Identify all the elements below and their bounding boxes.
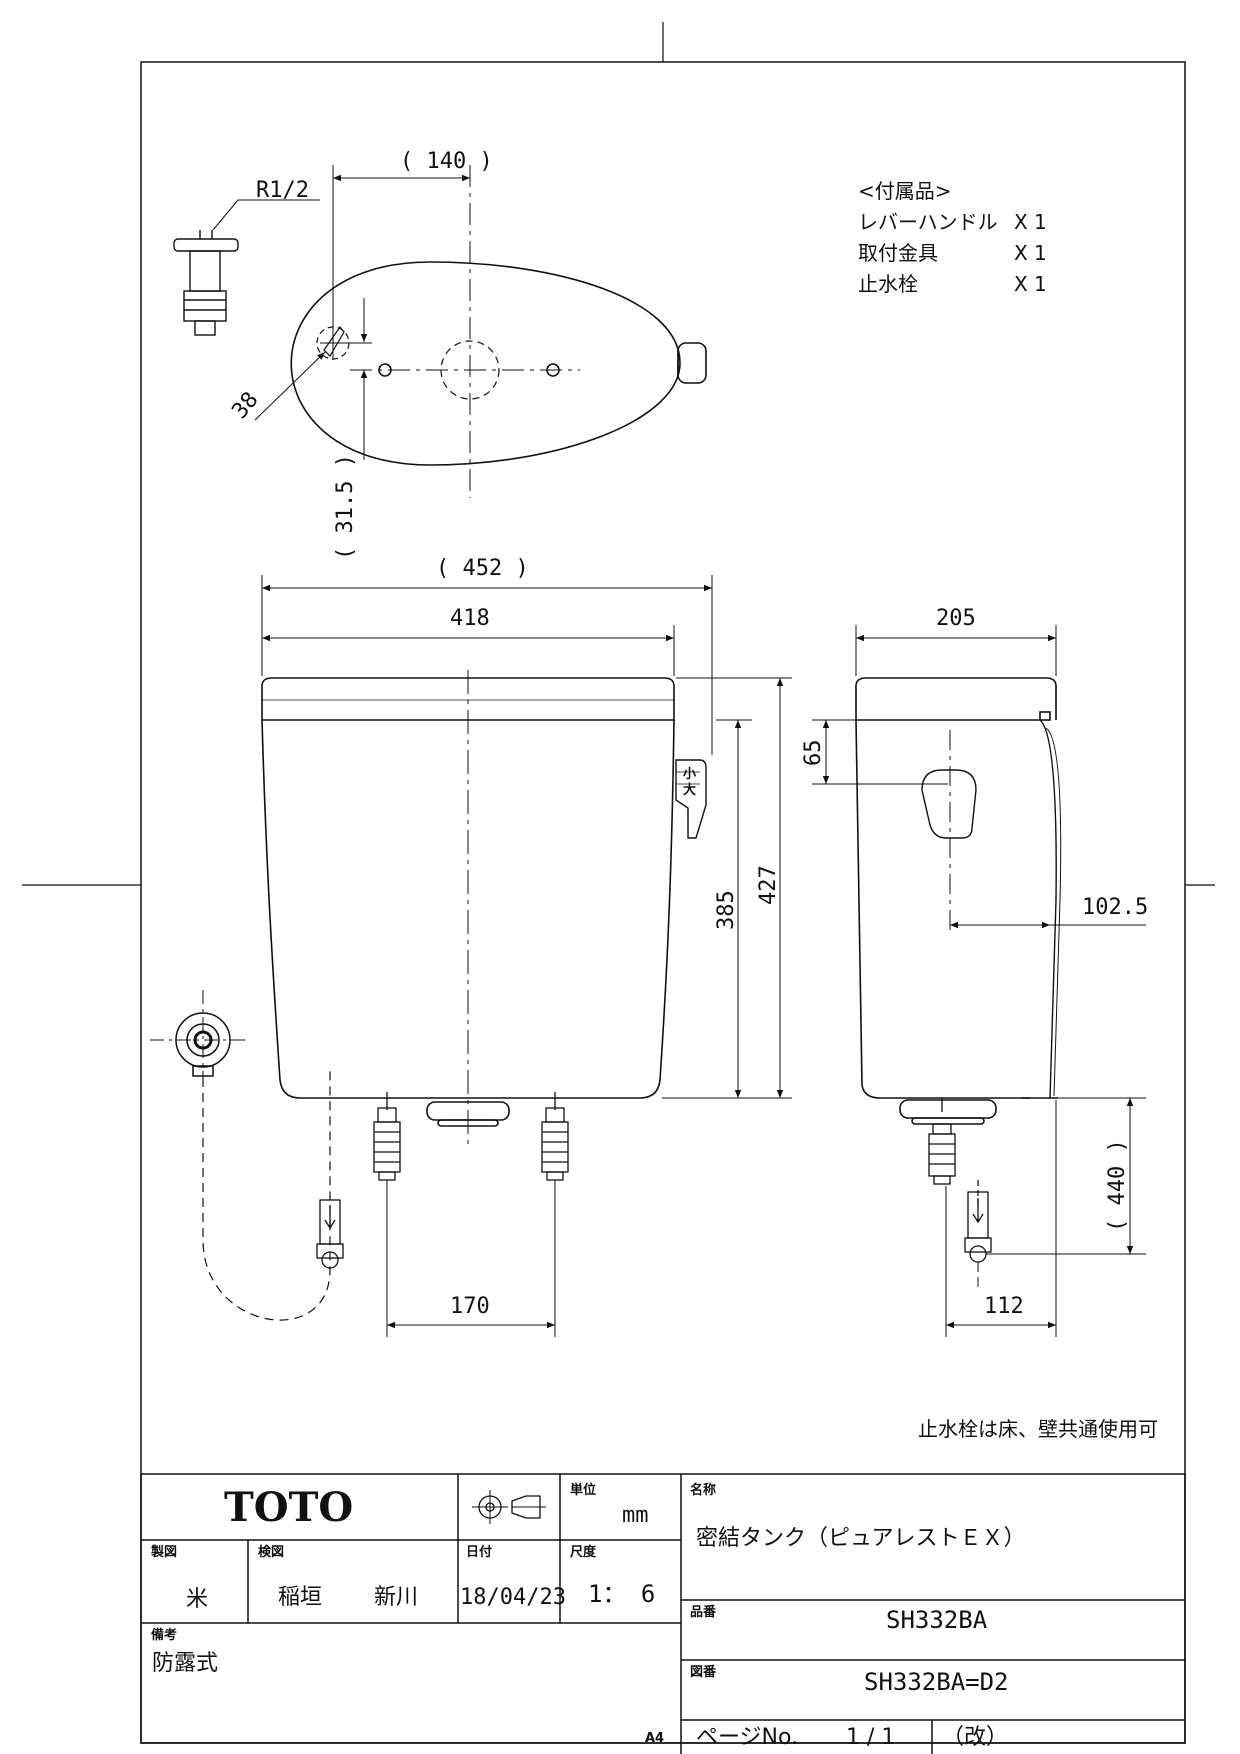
page-label: ページNo. [696, 1725, 798, 1750]
part-value: SH332BA [886, 1606, 988, 1634]
dim-102-5: 102.5 [1082, 895, 1148, 920]
part-label: 品番 [690, 1604, 717, 1620]
handle-mark-large: 大 [683, 782, 696, 798]
revision-label: （改） [942, 1725, 1008, 1750]
remarks-label: 備考 [151, 1627, 177, 1643]
dim-112: 112 [984, 1294, 1024, 1319]
dim-440: ( 440 ) [1105, 1139, 1130, 1232]
accessory-name-2: 取付金具 [858, 241, 938, 265]
lever-handle [675, 759, 707, 839]
date-value: 18/04/23 [460, 1585, 566, 1610]
name-value: 密結タンク（ピュアレストＥＸ） [696, 1526, 1026, 1551]
drawing-value: SH332BA=D2 [864, 1668, 1009, 1696]
scale-label: 尺度 [570, 1544, 597, 1560]
accessories-heading: <付属品> [858, 179, 952, 203]
dim-385: 385 [714, 890, 739, 930]
dim-65: 65 [801, 740, 826, 767]
dim-427: 427 [756, 865, 781, 905]
accessories-list: <付属品> レバーハンドル X 1 取付金具 X 1 止水栓 X 1 [858, 179, 1047, 296]
scale-value: 1： 6 [588, 1580, 655, 1608]
title-block [140, 1473, 1186, 1754]
dim-38: 38 [227, 387, 263, 423]
usage-note: 止水栓は床、壁共通使用可 [918, 1417, 1158, 1441]
accessory-qty-3: X 1 [1014, 272, 1047, 296]
tank-outline-plan [290, 261, 681, 466]
accessory-name-3: 止水栓 [858, 272, 918, 296]
accessory-qty-1: X 1 [1014, 210, 1047, 234]
tank-lid-side [855, 677, 1057, 720]
checked-label: 検図 [258, 1544, 284, 1560]
tank-body-front [261, 719, 675, 1099]
side-view [812, 625, 1146, 1337]
tank-lid-front [261, 677, 675, 721]
dim-r12: R1/2 [256, 178, 309, 203]
checked-value-2: 新川 [374, 1585, 418, 1610]
front-view [150, 575, 792, 1337]
stop-valve-floor [316, 1199, 344, 1269]
bolt-side [928, 1098, 956, 1185]
accessory-name-1: レバーハンドル [858, 210, 998, 234]
handle-mark-small: 小 [683, 767, 696, 782]
bolt-right [541, 1092, 569, 1181]
dim-418: 418 [450, 606, 490, 631]
dim-205: 205 [936, 606, 976, 631]
projection-symbol [472, 1490, 546, 1524]
bolt-left [373, 1092, 401, 1181]
supply-fitting-plan [173, 230, 239, 336]
lever-hole-side [921, 769, 977, 839]
dim-31-5: ( 31.5 ) [333, 454, 358, 560]
page-value: 1 / 1 [846, 1725, 895, 1750]
drawn-label: 製図 [150, 1544, 177, 1560]
unit-label: 単位 [570, 1482, 596, 1498]
unit-value: mm [622, 1503, 649, 1528]
brand-logo-text: TOTO [224, 1484, 353, 1531]
drawn-value: 米 [186, 1587, 208, 1612]
stop-valve-wall [150, 990, 245, 1090]
accessory-qty-2: X 1 [1014, 241, 1047, 265]
paper-size: A4 [645, 1731, 664, 1746]
date-label: 日付 [466, 1544, 492, 1560]
checked-value-1: 稲垣 [278, 1585, 322, 1610]
dim-140: ( 140 ) [400, 149, 493, 174]
tank-body-side [855, 719, 1030, 1099]
remarks-value: 防露式 [152, 1651, 218, 1676]
dim-452: ( 452 ) [436, 556, 529, 581]
dim-170: 170 [450, 1294, 490, 1319]
name-label: 名称 [690, 1482, 716, 1498]
drawing-label: 図番 [690, 1664, 717, 1680]
plan-view [173, 165, 707, 498]
stop-valve-side [964, 1180, 992, 1263]
